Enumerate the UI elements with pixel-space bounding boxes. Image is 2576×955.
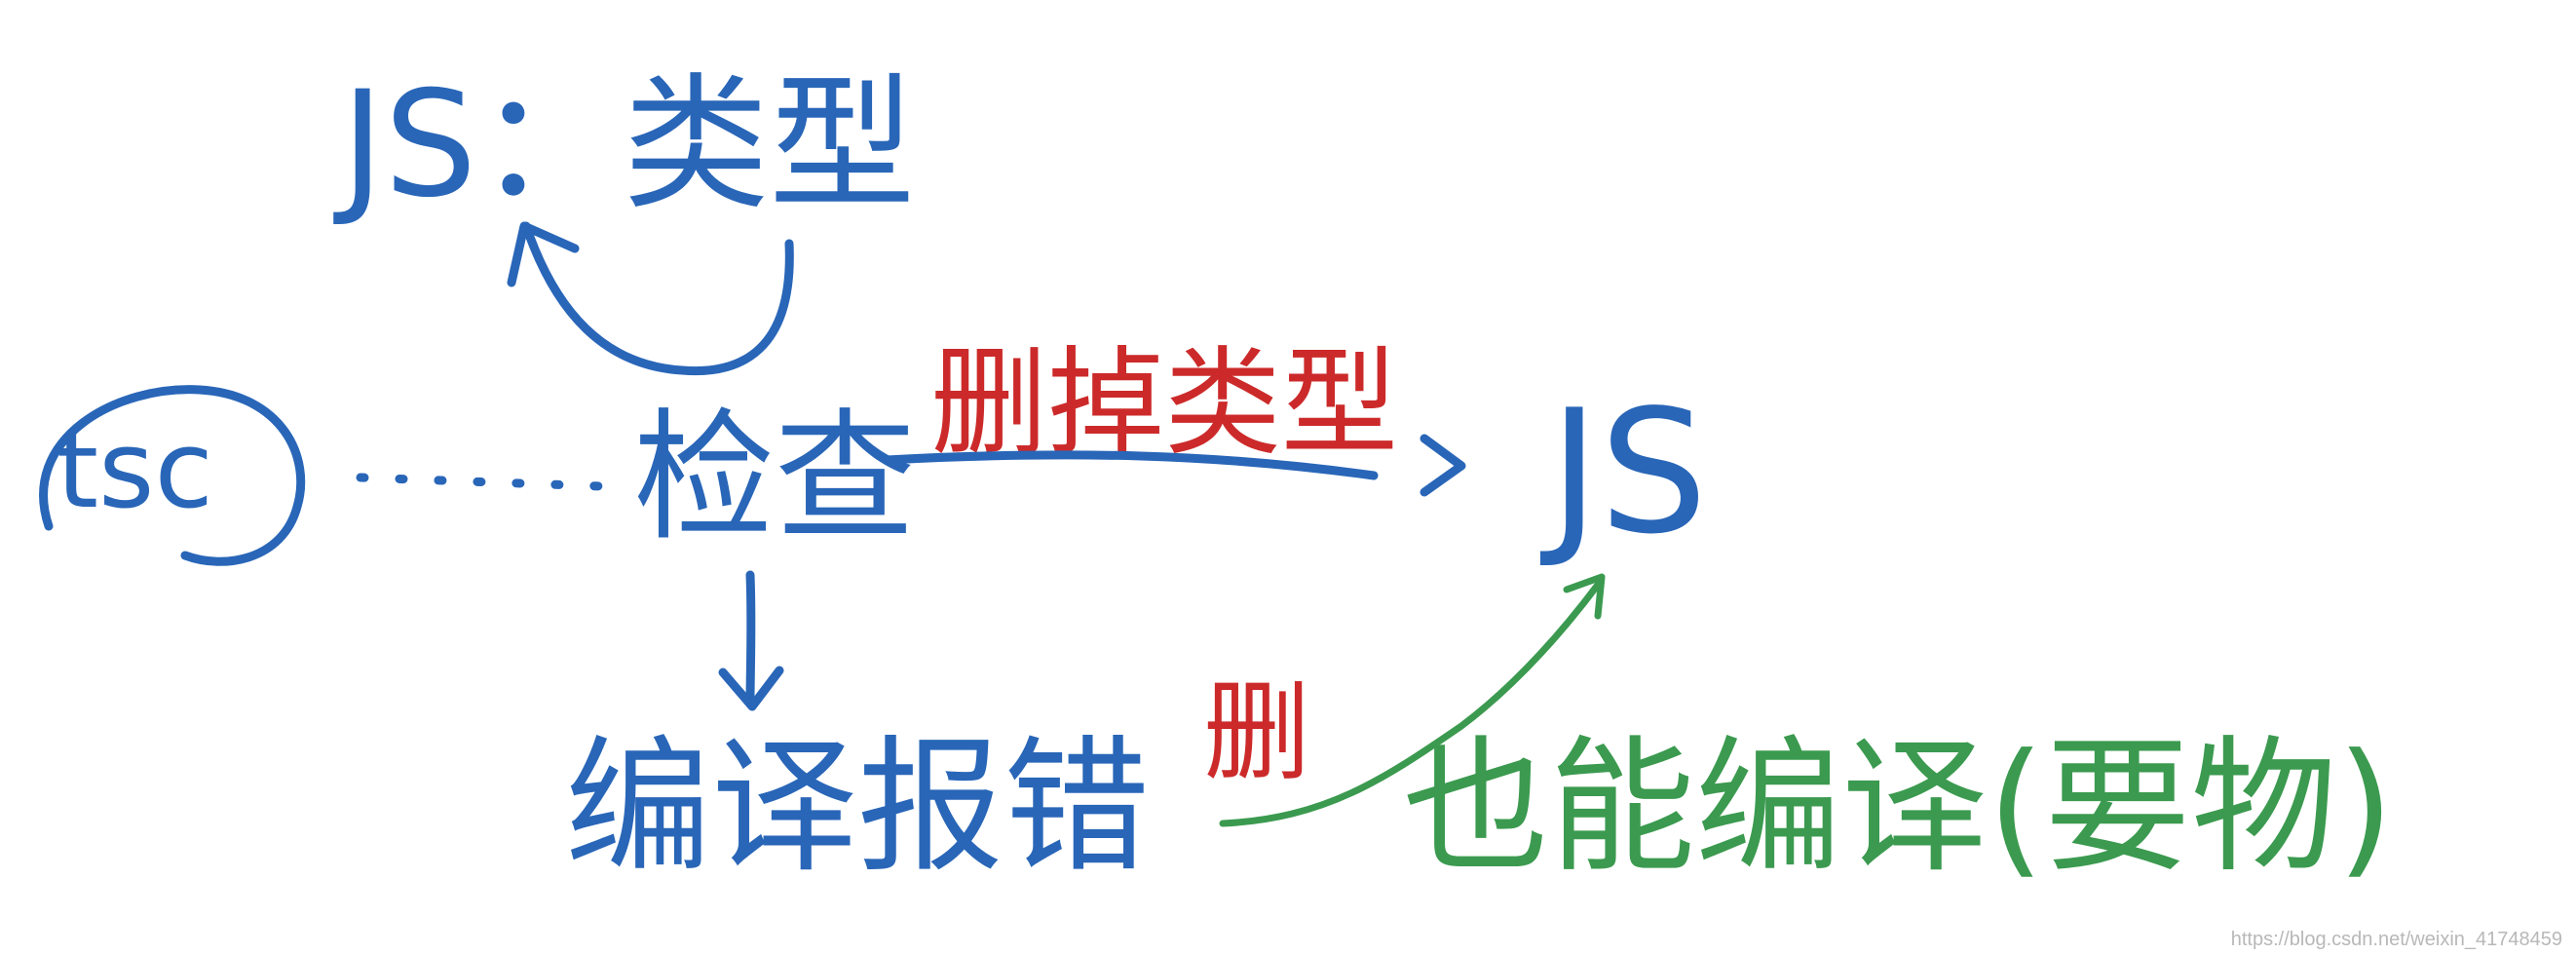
arrowhead-js [1420,434,1466,497]
arrow-compile-error-to-js [1219,581,1602,827]
arrowhead-js-green [1563,573,1606,620]
arrowhead-compile-error [718,666,784,711]
node-can-compile: 也能编译(要物) [1403,723,2394,893]
arrow-check-to-js [882,450,1379,480]
arrow-check-to-compile-error [745,570,756,707]
tsc-circle [39,385,306,566]
node-compile-error: 编译报错 [565,723,1150,893]
node-tsc: tsc [57,407,213,532]
edge-label-remove: 删 [1203,670,1310,795]
node-js-types: JS：类型 [333,60,915,230]
arrowhead-js-types [507,221,580,287]
node-check: 检查 [633,396,916,560]
edge-label-remove-types: 删掉类型 [930,336,1398,472]
arrow-check-to-js-types [521,221,794,376]
watermark: https://blog.csdn.net/weixin_41748459 [2231,929,2562,950]
node-js: JS [1539,374,1708,572]
dotted-link-tsc-check [356,473,633,492]
